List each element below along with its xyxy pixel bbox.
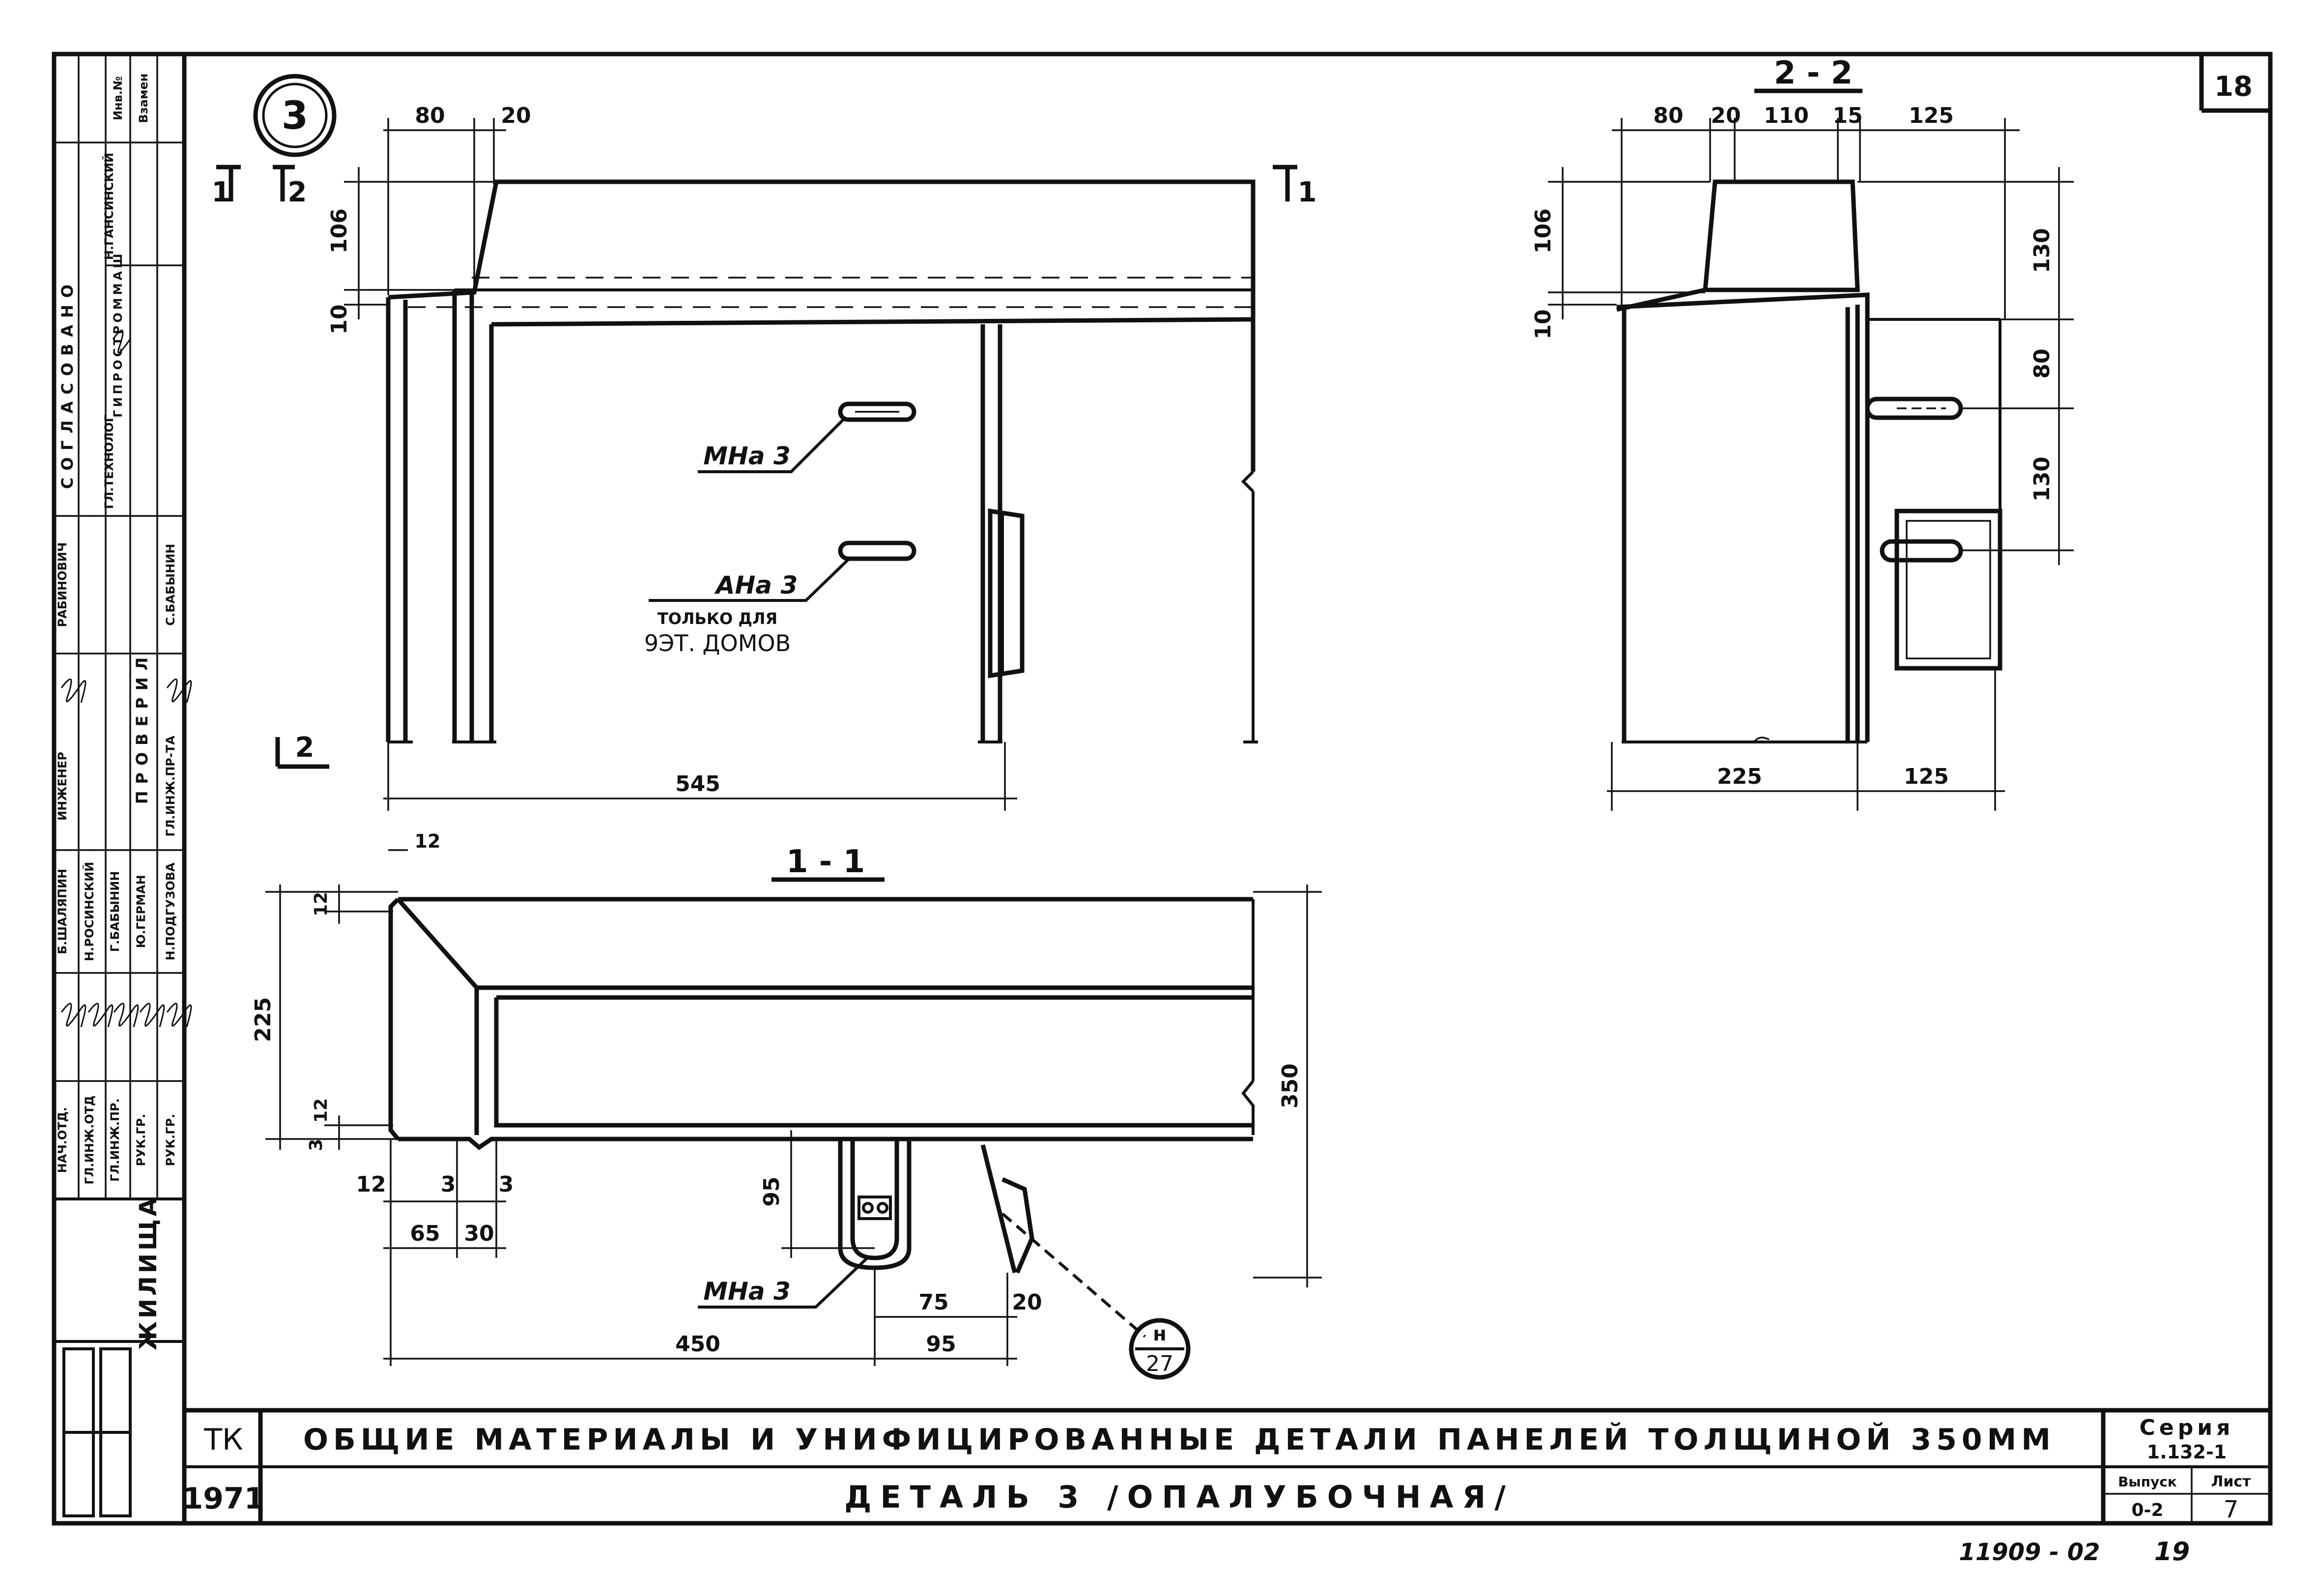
section-mark-1-left: 1: [212, 176, 231, 208]
stamp-inv-no: Инв.№: [111, 76, 125, 120]
footer-number: 11909 - 02: [1959, 1539, 2100, 1566]
stamp-agreed: СОГЛАСОВАНО: [58, 278, 77, 489]
label-mna-front: МНа 3: [703, 442, 791, 470]
section-mark-2-top: 2: [288, 176, 307, 208]
sheet-label: Лист: [2211, 1473, 2251, 1490]
dim-1-1-95-vert: 95: [759, 1176, 784, 1206]
dim-1-1-350: 350: [1278, 1063, 1303, 1109]
stamp-babynin: С.БАБЫНИН: [164, 543, 177, 626]
stamp-replace: Взамен: [137, 74, 150, 123]
sheet-value: 7: [2224, 1496, 2239, 1523]
dim-2-2-15: 15: [1832, 103, 1862, 128]
sheet-frame: [52, 52, 2273, 1526]
title-code: ТК: [203, 1423, 243, 1457]
dim-2-2-125: 125: [1909, 103, 1954, 128]
stamp-role: НАЧ.ОТД.: [56, 1107, 69, 1173]
section-1-1-title: 1 - 1: [786, 844, 865, 880]
dim-2-2-10: 10: [1531, 309, 1556, 339]
dim-front-10: 10: [327, 304, 352, 334]
dim-1-1-12-left: 12: [311, 892, 331, 916]
detail-marker: 3: [253, 74, 337, 157]
dim-front-545: 545: [675, 771, 720, 797]
dim-1-1-20: 20: [1012, 1290, 1042, 1315]
label-mna-section: МНа 3: [703, 1277, 791, 1306]
dim-2-2-130-top: 130: [2030, 228, 2055, 273]
front-view: МНа 3 АНа 3 ТОЛЬКО ДЛЯ 9ЭТ. ДОМОВ 1 2 1 …: [212, 103, 1317, 811]
title-block: ТК 1971 ОБЩИЕ МАТЕРИАЛЫ И УНИФИЦИРОВАННЫ…: [183, 1408, 2270, 1523]
corner-number: 18: [2214, 71, 2253, 103]
stamp-name: Б.ШАЛЯПИН: [56, 869, 69, 954]
stamp-constructor: Н.ГАНСИНСКИЙ: [102, 153, 116, 260]
footer-page: 19: [2154, 1537, 2190, 1567]
side-stamp: СОГЛАСОВАНО ПРОВЕРИЛ ГИПРОСТРОММАШ Инв.№…: [54, 54, 192, 1517]
dim-2-2-110: 110: [1764, 103, 1809, 128]
title-year: 1971: [183, 1482, 265, 1516]
dim-1-1-12-top: 12: [415, 830, 441, 852]
dim-2-2-106: 106: [1531, 208, 1556, 254]
stamp-engineer: ИНЖЕНЕР: [56, 752, 69, 821]
dim-1-1-3-mid: 3: [441, 1172, 456, 1197]
stamp-name: Ю.ГЕРМАН: [134, 875, 148, 948]
section-1-1-dimension-lines: [265, 849, 1322, 1366]
note-line-1: ТОЛЬКО ДЛЯ: [658, 609, 777, 628]
stamp-role: РУК.ГР.: [134, 1114, 148, 1167]
signature-scribbles: [60, 329, 192, 1027]
title-line-1: ОБЩИЕ МАТЕРИАЛЫ И УНИФИЦИРОВАННЫЕ ДЕТАЛИ…: [303, 1422, 2056, 1457]
dim-front-106: 106: [327, 208, 352, 254]
label-ana-front: АНа 3: [714, 571, 798, 599]
section-2-2-title: 2 - 2: [1774, 55, 1853, 91]
corner-number-box: 18: [2199, 54, 2270, 113]
section-2-2: 2 - 2: [1531, 55, 2074, 811]
dim-2-2-130-bottom: 130: [2030, 456, 2055, 502]
section-mark-2-bottom: 2: [295, 732, 315, 764]
stamp-chief-engineer: ГЛ.ИНЖ.ПР-ТА: [164, 736, 177, 837]
stamp-name: Н.ПОДГУЗОВА: [164, 862, 177, 961]
section-2-2-dimension-lines: [1548, 118, 2074, 811]
dim-2-2-80: 80: [1653, 103, 1683, 128]
stamp-rabinovich: РАБИНОВИЧ: [56, 542, 69, 627]
stamp-checked: ПРОВЕРИЛ: [133, 651, 151, 804]
stamp-org-name: ЖИЛИЩА: [135, 1195, 162, 1350]
dim-1-1-95-horiz: 95: [926, 1332, 956, 1357]
dim-2-2-225: 225: [1717, 764, 1762, 789]
dim-front-80: 80: [415, 103, 445, 128]
issue-label: Выпуск: [2118, 1474, 2177, 1490]
series-label: Серия: [2140, 1415, 2234, 1440]
series-value: 1.132-1: [2147, 1441, 2227, 1463]
dim-2-2-125-bottom: 125: [1904, 764, 1949, 789]
dim-1-1-12-bottom: 12: [356, 1172, 386, 1197]
section-mark-1-right: 1: [1298, 176, 1317, 208]
stamp-role: РУК.ГР.: [164, 1114, 177, 1167]
dim-1-1-65: 65: [410, 1221, 440, 1246]
dim-1-1-75: 75: [918, 1290, 948, 1315]
dim-1-1-3-left: 3: [306, 1139, 326, 1151]
dim-1-1-12-lower: 12: [311, 1098, 331, 1123]
stamp-technologist: ГЛ.ТЕХНОЛОГ: [102, 415, 116, 509]
section-1-1: 1 - 1 н 27 МНа 3: [251, 830, 1322, 1380]
dim-2-2-20: 20: [1711, 103, 1741, 128]
dim-1-1-3-right: 3: [499, 1172, 514, 1197]
dim-2-2-80-vert: 80: [2030, 348, 2055, 378]
front-dimension-lines: [344, 118, 1017, 811]
stamp-name: Н.РОСИНСКИЙ: [82, 862, 96, 961]
note-line-2: 9ЭТ. ДОМОВ: [644, 630, 791, 656]
org-logo-icon: [62, 1347, 132, 1517]
dim-1-1-30: 30: [464, 1221, 494, 1246]
dim-1-1-450: 450: [675, 1332, 720, 1357]
stamp-role: ГЛ.ИНЖ.ПР.: [108, 1098, 122, 1182]
title-line-2: ДЕТАЛЬ 3 /ОПАЛУБОЧНАЯ/: [844, 1479, 1515, 1515]
issue-value: 0-2: [2131, 1500, 2163, 1520]
dim-front-20: 20: [501, 103, 531, 128]
dim-1-1-225: 225: [251, 997, 276, 1042]
callout-ref-bottom: 27: [1146, 1351, 1173, 1376]
stamp-role: ГЛ.ИНЖ.ОТД: [83, 1095, 96, 1184]
stamp-name: Г.БАБЫНИН: [108, 871, 122, 952]
callout-ref-top: н: [1153, 1323, 1167, 1345]
detail-marker-number: 3: [282, 94, 308, 138]
